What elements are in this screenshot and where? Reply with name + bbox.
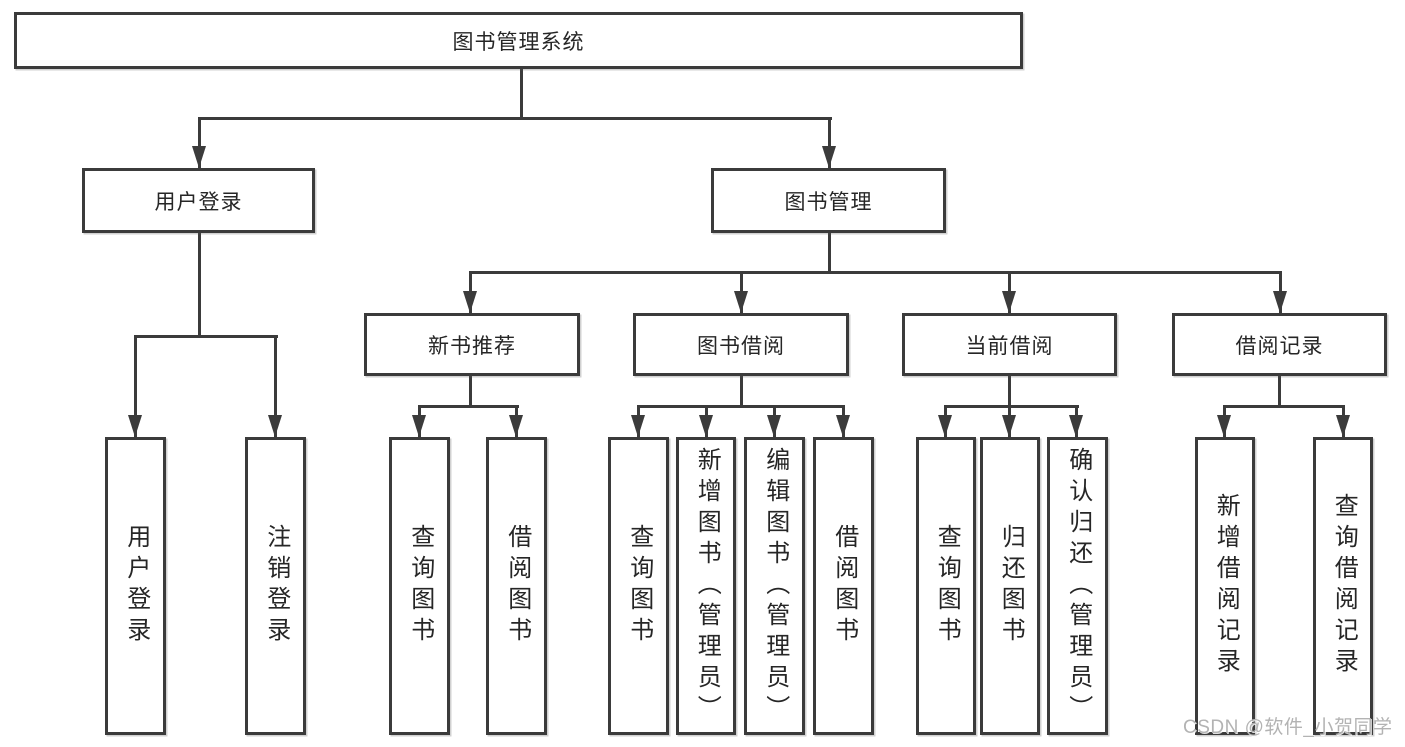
connector-line [740, 373, 743, 408]
connector-line [198, 117, 832, 120]
leaf-add-books-admin: 新增图书（管理员） [676, 437, 736, 735]
connector-line [1008, 373, 1011, 408]
arrowhead-down-icon [1002, 415, 1016, 437]
connector-line [1223, 405, 1345, 408]
node-label: 用户登录 [154, 190, 243, 214]
arrowhead-down-icon [192, 146, 206, 168]
node-label: 查询图书 [933, 524, 961, 648]
leaf-query-books-borrowing: 查询图书 [608, 437, 669, 735]
connector-line [469, 271, 1282, 274]
node-label: 图书管理 [784, 190, 873, 214]
arrowhead-down-icon [268, 415, 282, 437]
leaf-confirm-return-admin: 确认归还（管理员） [1047, 437, 1108, 735]
arrowhead-down-icon [734, 291, 748, 313]
arrowhead-down-icon [1217, 415, 1231, 437]
node-label: 新书推荐 [428, 334, 516, 358]
leaf-query-books-current: 查询图书 [916, 437, 976, 735]
watermark: CSDN @软件_小贺同学 [1183, 717, 1393, 738]
node-label: 查询图书 [625, 524, 653, 648]
node-label: 借阅记录 [1235, 334, 1324, 358]
arrowhead-down-icon [412, 415, 426, 437]
node-label: 新增图书（管理员） [693, 446, 721, 726]
arrowhead-down-icon [631, 415, 645, 437]
node-book-borrowing: 图书借阅 [633, 313, 849, 376]
node-label: 图书借阅 [697, 334, 785, 358]
connector-line [828, 230, 831, 274]
leaf-user-login: 用户登录 [105, 437, 166, 735]
connector-line [134, 335, 137, 437]
node-label: 编辑图书（管理员） [761, 446, 789, 726]
node-label: 当前借阅 [965, 334, 1054, 358]
leaf-borrow-books: 借阅图书 [813, 437, 874, 735]
node-label: 查询图书 [406, 524, 434, 648]
node-label: 查询借阅记录 [1330, 493, 1358, 679]
node-book-management: 图书管理 [711, 168, 946, 233]
leaf-query-borrow-record: 查询借阅记录 [1313, 437, 1373, 735]
node-user-login: 用户登录 [82, 168, 315, 233]
connector-line [637, 405, 845, 408]
node-label: 借阅图书 [503, 524, 531, 648]
leaf-edit-books-admin: 编辑图书（管理员） [744, 437, 805, 735]
arrowhead-down-icon [699, 415, 713, 437]
leaf-add-borrow-record: 新增借阅记录 [1195, 437, 1255, 735]
arrowhead-down-icon [128, 415, 142, 437]
arrowhead-down-icon [1273, 291, 1287, 313]
connector-line [198, 230, 201, 338]
arrowhead-down-icon [767, 415, 781, 437]
leaf-query-books-recommend: 查询图书 [389, 437, 450, 735]
connector-line [418, 405, 519, 408]
node-label: 归还图书 [997, 524, 1025, 648]
connector-line [828, 117, 831, 168]
node-borrowing-records: 借阅记录 [1172, 313, 1387, 376]
node-current-borrowing: 当前借阅 [902, 313, 1117, 376]
connector-line [944, 405, 1079, 408]
connector-line [469, 373, 472, 408]
arrowhead-down-icon [822, 146, 836, 168]
arrowhead-down-icon [1002, 291, 1016, 313]
leaf-return-books: 归还图书 [980, 437, 1040, 735]
arrowhead-down-icon [1336, 415, 1350, 437]
node-label: 用户登录 [122, 524, 150, 648]
arrowhead-down-icon [1069, 415, 1083, 437]
connector-line [1278, 373, 1281, 408]
node-label: 图书管理系统 [452, 30, 585, 54]
node-root: 图书管理系统 [14, 12, 1023, 69]
connector-line [274, 335, 277, 437]
node-label: 借阅图书 [830, 524, 858, 648]
node-new-book-recommendation: 新书推荐 [364, 313, 580, 376]
leaf-borrow-books-recommend: 借阅图书 [486, 437, 547, 735]
leaf-logout: 注销登录 [245, 437, 306, 735]
node-label: 注销登录 [262, 524, 290, 648]
arrowhead-down-icon [463, 291, 477, 313]
arrowhead-down-icon [938, 415, 952, 437]
connector-line [134, 335, 278, 338]
arrowhead-down-icon [509, 415, 523, 437]
arrowhead-down-icon [836, 415, 850, 437]
connector-line [198, 117, 201, 168]
node-label: 确认归还（管理员） [1064, 446, 1092, 726]
node-label: 新增借阅记录 [1212, 493, 1240, 679]
connector-line [520, 65, 523, 120]
